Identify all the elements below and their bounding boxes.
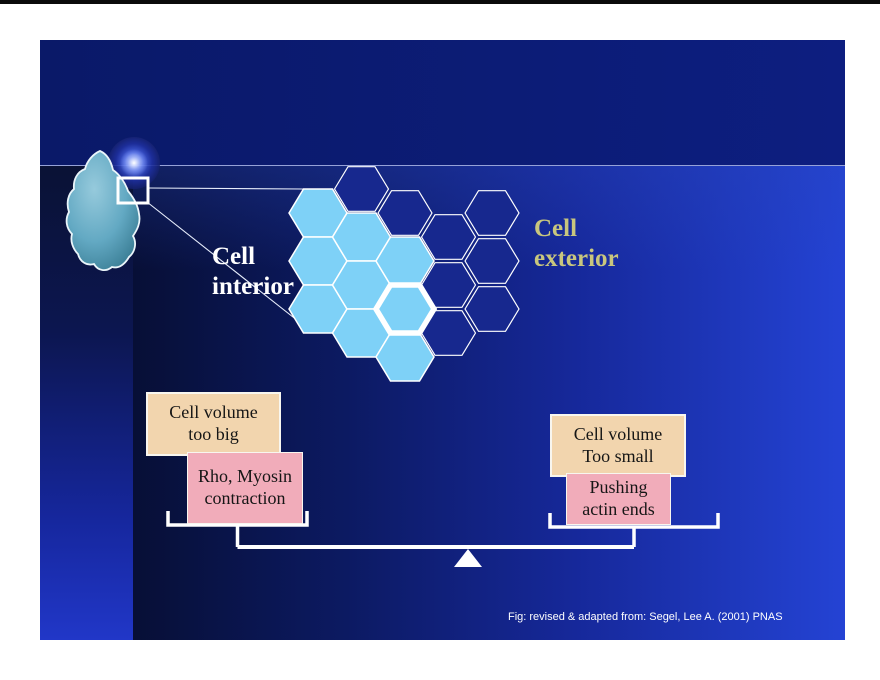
cell-exterior-label: Cell exterior [534, 215, 619, 272]
box-text-line: Rho, Myosin [197, 466, 293, 487]
slide: Cell interior Cell exterior Cell volume … [40, 40, 845, 640]
box-text-line: too big [188, 424, 239, 444]
diagram-canvas [65, 75, 720, 567]
figure-credit: Fig: revised & adapted from: Segel, Lee … [508, 611, 783, 623]
box-text-line: Cell volume [573, 423, 663, 444]
flare-glow [120, 149, 148, 177]
hexagon-cell-dark [333, 166, 390, 212]
hexagon-cell-dark [377, 190, 433, 236]
slide-top-band [40, 40, 845, 166]
box-cell-volume-too-small: Cell volume Too small [550, 414, 686, 477]
screen-top-edge [0, 0, 880, 4]
balance-fulcrum-triangle [454, 549, 482, 567]
cell-blob [65, 150, 141, 271]
hexagon-cell-dark [464, 286, 520, 332]
box-pushing-actin-ends: Pushing actin ends [566, 473, 671, 525]
box-rho-myosin-contraction: Rho, Myosin contraction [187, 452, 303, 524]
box-text-line: Too small [582, 445, 654, 466]
magnifier-square [116, 176, 150, 205]
hexagon-cell-dark [464, 238, 520, 284]
box-text-line: actin ends [582, 499, 655, 519]
callout-line-diagonal [146, 201, 299, 322]
box-text-line: Pushing [589, 477, 648, 498]
balance-scale [166, 511, 720, 567]
hexagon-cell-highlighted [372, 282, 438, 336]
box-cell-volume-too-big: Cell volume too big [146, 392, 281, 456]
hexagon-cell-dark [420, 214, 477, 260]
hexagon-cluster [288, 166, 520, 382]
box-text-line: contraction [204, 488, 286, 508]
hexagon-cell-dark [464, 190, 520, 236]
cell-interior-label: Cell interior [212, 243, 294, 300]
box-text-line: Cell volume [169, 402, 258, 423]
callout-line-top [147, 187, 304, 190]
